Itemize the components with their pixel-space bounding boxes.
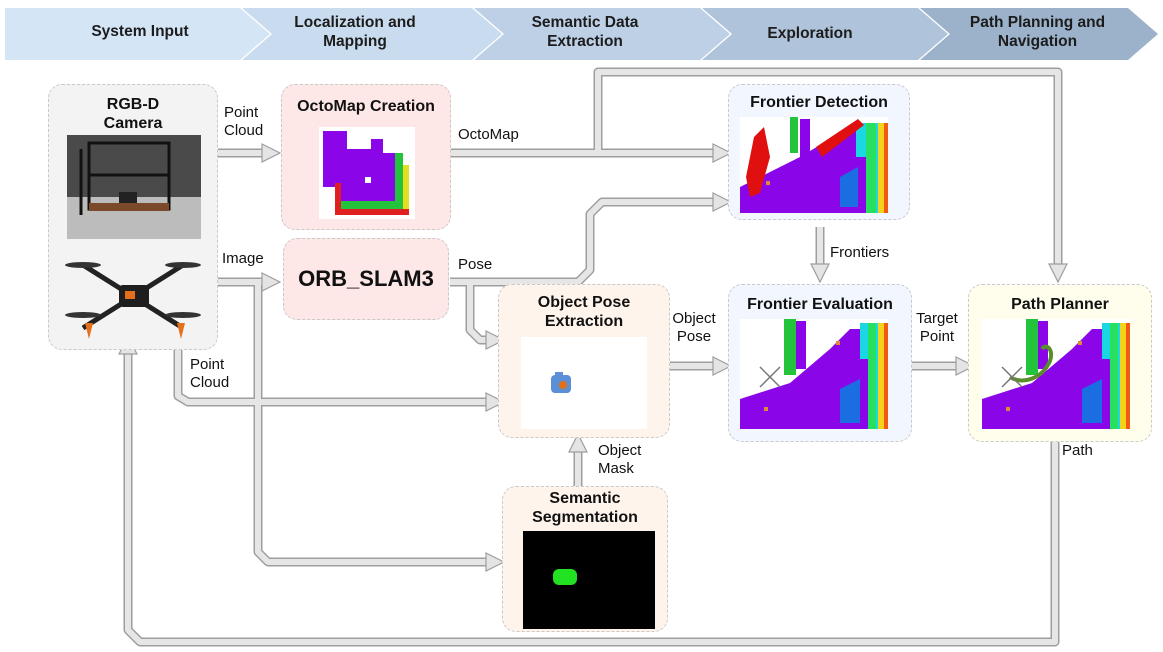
object-pose-extraction-box: Object Pose Extraction bbox=[498, 284, 670, 438]
path-planner-box: Path Planner bbox=[968, 284, 1152, 442]
orb-slam3-box: ORB_SLAM3 bbox=[283, 238, 449, 320]
octomap-creation-box: OctoMap Creation bbox=[281, 84, 451, 230]
stage-exploration: Exploration bbox=[767, 25, 853, 42]
path-planner-map bbox=[982, 319, 1130, 429]
object-pose-extraction-title: Object Pose Extraction bbox=[537, 294, 631, 330]
edge-label-octomap: OctoMap bbox=[458, 126, 519, 143]
stage-chevron-3 bbox=[474, 8, 730, 60]
frontier-evaluation-title: Frontier Evaluation bbox=[747, 296, 893, 313]
drone-image bbox=[63, 253, 205, 343]
edge-label-image: Image bbox=[222, 250, 264, 267]
rgbd-camera-title: RGB-D Camera bbox=[103, 96, 163, 132]
edge-label-point-cloud: Point Cloud bbox=[224, 104, 264, 139]
camera-scene-image bbox=[67, 135, 201, 239]
frontier-detection-map bbox=[740, 117, 888, 213]
edge-label-path: Path bbox=[1062, 442, 1093, 459]
stage-localization-mapping: Localization and Mapping bbox=[294, 14, 416, 50]
octomap-creation-title: OctoMap Creation bbox=[297, 98, 435, 115]
semantic-segmentation-box: Semantic Segmentation bbox=[502, 486, 668, 632]
octomap-image bbox=[319, 127, 415, 219]
edge-label-frontiers: Frontiers bbox=[830, 244, 890, 261]
arrow-heads bbox=[118, 143, 1068, 572]
edge-label-point-cloud-2: Point Cloud bbox=[190, 356, 230, 391]
stage-system-input: System Input bbox=[91, 23, 189, 40]
edge-label-object-mask: Object Mask bbox=[598, 442, 642, 477]
frontier-detection-box: Frontier Detection bbox=[728, 84, 910, 220]
stage-semantic-data-extraction: Semantic Data Extraction bbox=[531, 14, 639, 50]
rgbd-camera-box: RGB-D Camera bbox=[48, 84, 218, 350]
edge-label-object-pose: Object Pose bbox=[672, 310, 716, 345]
segmentation-mask-image bbox=[523, 531, 655, 629]
object-pose-image bbox=[521, 337, 647, 429]
path-planner-title: Path Planner bbox=[1011, 296, 1109, 313]
stage-chevron-2 bbox=[242, 8, 502, 60]
edge-label-pose: Pose bbox=[458, 256, 493, 273]
stage-chevron-4 bbox=[702, 8, 948, 60]
stage-path-planning-navigation: Path Planning and Navigation bbox=[969, 14, 1106, 50]
frontier-detection-title: Frontier Detection bbox=[750, 94, 888, 111]
orb-slam3-title: ORB_SLAM3 bbox=[298, 266, 434, 291]
frontier-evaluation-box: Frontier Evaluation bbox=[728, 284, 912, 442]
stage-chevron-5 bbox=[920, 8, 1158, 60]
semantic-segmentation-title: Semantic Segmentation bbox=[532, 490, 638, 526]
stage-chevron-1 bbox=[5, 8, 270, 60]
frontier-evaluation-map bbox=[740, 319, 888, 429]
edge-label-target-point: Target Point bbox=[916, 310, 958, 345]
